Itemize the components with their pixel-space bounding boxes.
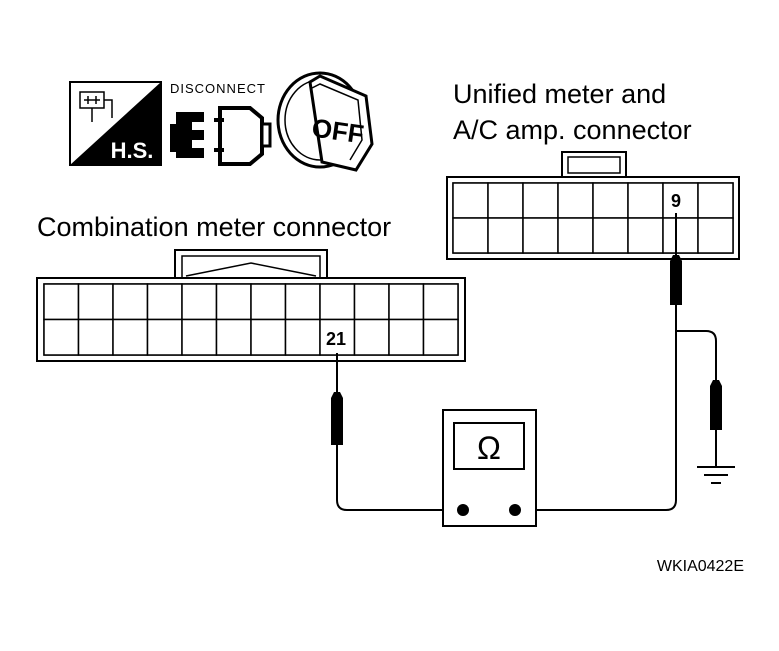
connector-cell [487,217,524,254]
disconnect-label: DISCONNECT [170,81,266,96]
connector-cell [43,318,80,356]
connector-cell [487,182,524,219]
combination-pin-number: 21 [326,329,346,349]
connector-cell [250,283,287,321]
ground-lead [676,330,717,380]
combination-connector-cells [43,283,459,356]
connector-cell [146,283,183,321]
connector-cell [557,182,594,219]
hs-label: H.S. [111,138,154,163]
disconnect-icon: DISCONNECT [170,81,272,166]
connector-cell [112,318,149,356]
hs-icon: H.S. [69,81,162,166]
connector-cell [422,318,459,356]
meter-terminal-positive [509,504,521,516]
connector-cell [662,217,699,254]
ignition-off-label: OFF [310,113,366,150]
connector-cell [284,318,321,356]
connector-cell [592,182,629,219]
right-test-probe [670,213,682,322]
connector-cell [662,182,699,219]
connector-cell [353,318,390,356]
connector-cell [77,318,114,356]
connector-cell [522,182,559,219]
ground-probe [710,380,722,467]
meter-terminal-negative [457,504,469,516]
connector-cell [522,217,559,254]
connector-cell [215,283,252,321]
connector-cell [388,283,425,321]
combination-meter-connector: 21 [36,249,466,362]
connector-cell [697,182,734,219]
unified-pin-number: 9 [671,191,681,211]
connector-cell [319,283,356,321]
connector-cell [452,182,489,219]
connector-cell [146,318,183,356]
unified-connector-title-line2: A/C amp. connector [453,115,692,145]
left-test-probe [331,353,343,462]
ohm-symbol: Ω [477,430,501,466]
unified-connector-title-line1: Unified meter and [453,79,666,109]
connector-cell [77,283,114,321]
connector-cell [43,283,80,321]
figure-code: WKIA0422E [657,558,744,575]
ignition-off-icon: OFF [276,71,374,172]
connector-cell [697,217,734,254]
connector-cell [250,318,287,356]
left-test-lead [336,462,463,511]
connector-cell [627,217,664,254]
connector-cell [452,217,489,254]
connector-cell [353,283,390,321]
right-test-lead [515,322,677,511]
unified-connector-cells [452,182,734,254]
connector-cell [215,318,252,356]
unified-meter-connector: 9 [446,151,740,260]
ohmmeter: Ω [442,409,537,527]
connector-cell [422,283,459,321]
connector-cell [284,283,321,321]
connector-cell [592,217,629,254]
combination-connector-title: Combination meter connector [37,212,391,242]
ground-symbol [697,466,735,484]
connector-cell [557,217,594,254]
connector-cell [627,182,664,219]
connector-cell [388,318,425,356]
connector-cell [181,283,218,321]
connector-cell [112,283,149,321]
connector-cell [181,318,218,356]
